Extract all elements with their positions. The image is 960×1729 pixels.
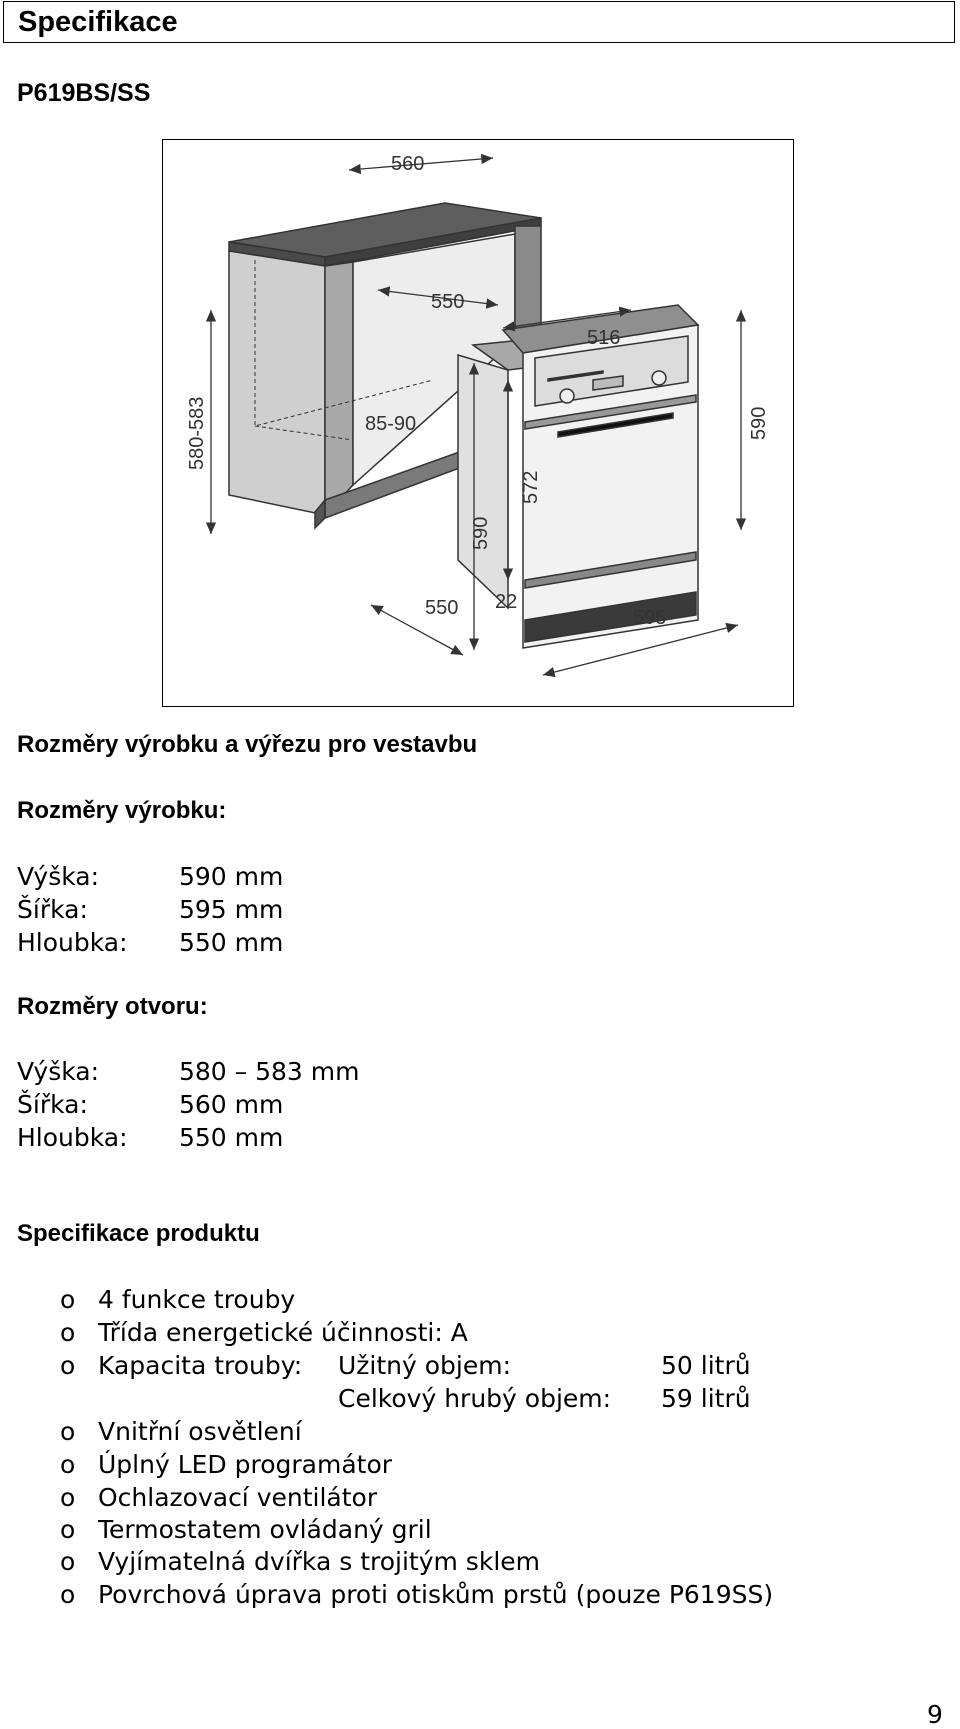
- dim-label: 595: [633, 607, 666, 629]
- spec-item: 4 funkce trouby: [98, 1285, 296, 1314]
- dim-label: 85-90: [365, 413, 416, 435]
- bullet-marker: o: [60, 1417, 76, 1446]
- spec-item: Povrchová úprava proti otiskům prstů (po…: [98, 1580, 774, 1609]
- product-dim-row: Hloubka:550 mm: [17, 928, 284, 957]
- dim-label: 580-583: [186, 397, 208, 470]
- section-title: Rozměry výrobku a výřezu pro vestavbu: [17, 731, 478, 758]
- spec-title: Specifikace produktu: [17, 1220, 260, 1247]
- dim-label: 560: [391, 153, 424, 175]
- product-dim-row: Šířka:595 mm: [17, 895, 284, 924]
- page-number: 9: [927, 1700, 943, 1729]
- page-title: Specifikace: [18, 6, 178, 38]
- dim-label: 590: [470, 517, 492, 550]
- product-dim-row: Výška:590 mm: [17, 862, 284, 891]
- bullet-marker: o: [60, 1285, 76, 1314]
- spec-item: Kapacita trouby:: [98, 1351, 303, 1380]
- dim-label: 550: [431, 291, 464, 313]
- dim-label: 550: [425, 597, 458, 619]
- bullet-marker: o: [60, 1450, 76, 1479]
- oven: [457, 304, 700, 649]
- dim-label: 572: [520, 471, 542, 504]
- bullet-marker: o: [60, 1351, 76, 1380]
- bullet-marker: o: [60, 1580, 76, 1609]
- opening-dim-row: Výška:580 – 583 mm: [17, 1057, 360, 1086]
- dim-label: 590: [748, 407, 770, 440]
- spec-item: Vyjímatelná dvířka s trojitým sklem: [98, 1547, 540, 1576]
- opening-dim-row: Hloubka:550 mm: [17, 1123, 284, 1152]
- spec-item: Ochlazovací ventilátor: [98, 1483, 378, 1512]
- bullet-marker: o: [60, 1318, 76, 1347]
- product-dims-title: Rozměry výrobku:: [17, 797, 227, 824]
- dim-label: 22: [495, 591, 517, 613]
- bullet-marker: o: [60, 1547, 76, 1576]
- usable-volume-label: Užitný objem:: [338, 1351, 512, 1380]
- header-box: Specifikace: [3, 1, 955, 43]
- diagram-drawing: 560 550 580-583 85-90 516 572 590 590 55…: [186, 153, 770, 678]
- opening-dim-row: Šířka:560 mm: [17, 1090, 284, 1119]
- spec-item: Úplný LED programátor: [98, 1450, 393, 1479]
- gross-volume-label: Celkový hrubý objem:: [338, 1384, 612, 1413]
- installation-diagram: 560 550 580-583 85-90 516 572 590 590 55…: [162, 139, 794, 707]
- bullet-marker: o: [60, 1515, 76, 1544]
- gross-volume-value: 59 litrů: [661, 1384, 751, 1413]
- bullet-marker: o: [60, 1483, 76, 1512]
- dim-label: 516: [587, 327, 620, 349]
- spec-item: Termostatem ovládaný gril: [98, 1515, 432, 1544]
- usable-volume-value: 50 litrů: [661, 1351, 751, 1380]
- model-name: P619BS/SS: [17, 79, 151, 107]
- spec-item: Vnitřní osvětlení: [98, 1417, 302, 1446]
- spec-item: Třída energetické účinnosti: A: [98, 1318, 468, 1347]
- opening-dims-title: Rozměry otvoru:: [17, 993, 208, 1020]
